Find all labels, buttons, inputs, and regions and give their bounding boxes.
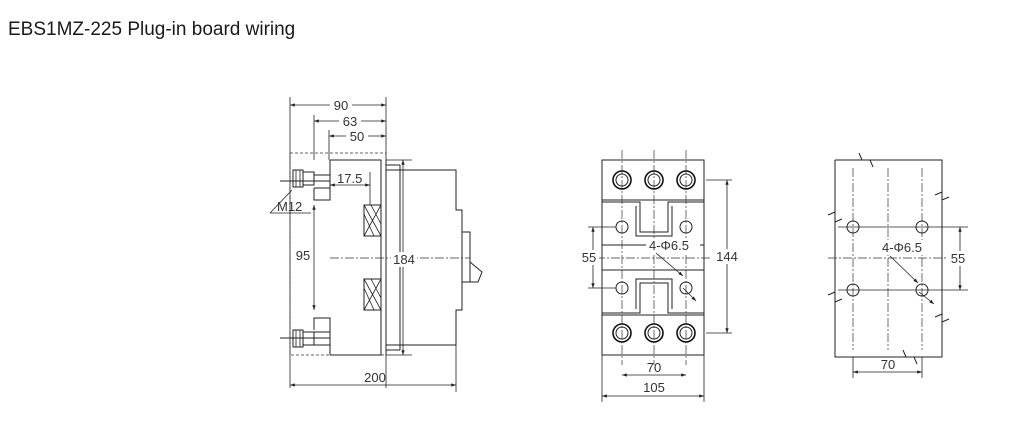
label-m12: M12	[277, 199, 302, 214]
dim-70-front: 70	[647, 360, 661, 375]
cutout-hole	[846, 283, 860, 297]
dim-105: 105	[643, 380, 665, 395]
dim-90: 90	[334, 98, 348, 113]
cutout-hole	[915, 283, 929, 297]
cutout-hole	[846, 220, 860, 234]
cutout-hole	[915, 220, 929, 234]
dim-184: 184	[393, 252, 415, 267]
front-hole	[679, 220, 693, 234]
dim-17-5: 17.5	[337, 171, 362, 186]
dim-63: 63	[343, 114, 357, 129]
front-view: 4-Φ6.5 55 144 70 105	[579, 150, 741, 402]
dim-95: 95	[296, 248, 310, 263]
front-top-terminals	[612, 170, 696, 190]
page-title: EBS1MZ-225 Plug-in board wiring	[8, 19, 296, 40]
dim-55-cutout: 55	[951, 251, 965, 266]
front-hole	[679, 281, 693, 295]
dim-200: 200	[364, 370, 386, 385]
side-view: 90 63 50 17.5	[269, 97, 483, 392]
dim-55-front: 55	[582, 250, 596, 265]
front-bottom-terminals	[612, 323, 696, 343]
dim-50: 50	[350, 129, 364, 144]
label-holes-front: 4-Φ6.5	[649, 238, 689, 253]
label-holes-cutout: 4-Φ6.5	[882, 240, 922, 255]
dim-144: 144	[716, 249, 738, 264]
panel-cutout: 4-Φ6.5 55 70	[827, 152, 969, 378]
dim-70-cutout: 70	[881, 357, 895, 372]
